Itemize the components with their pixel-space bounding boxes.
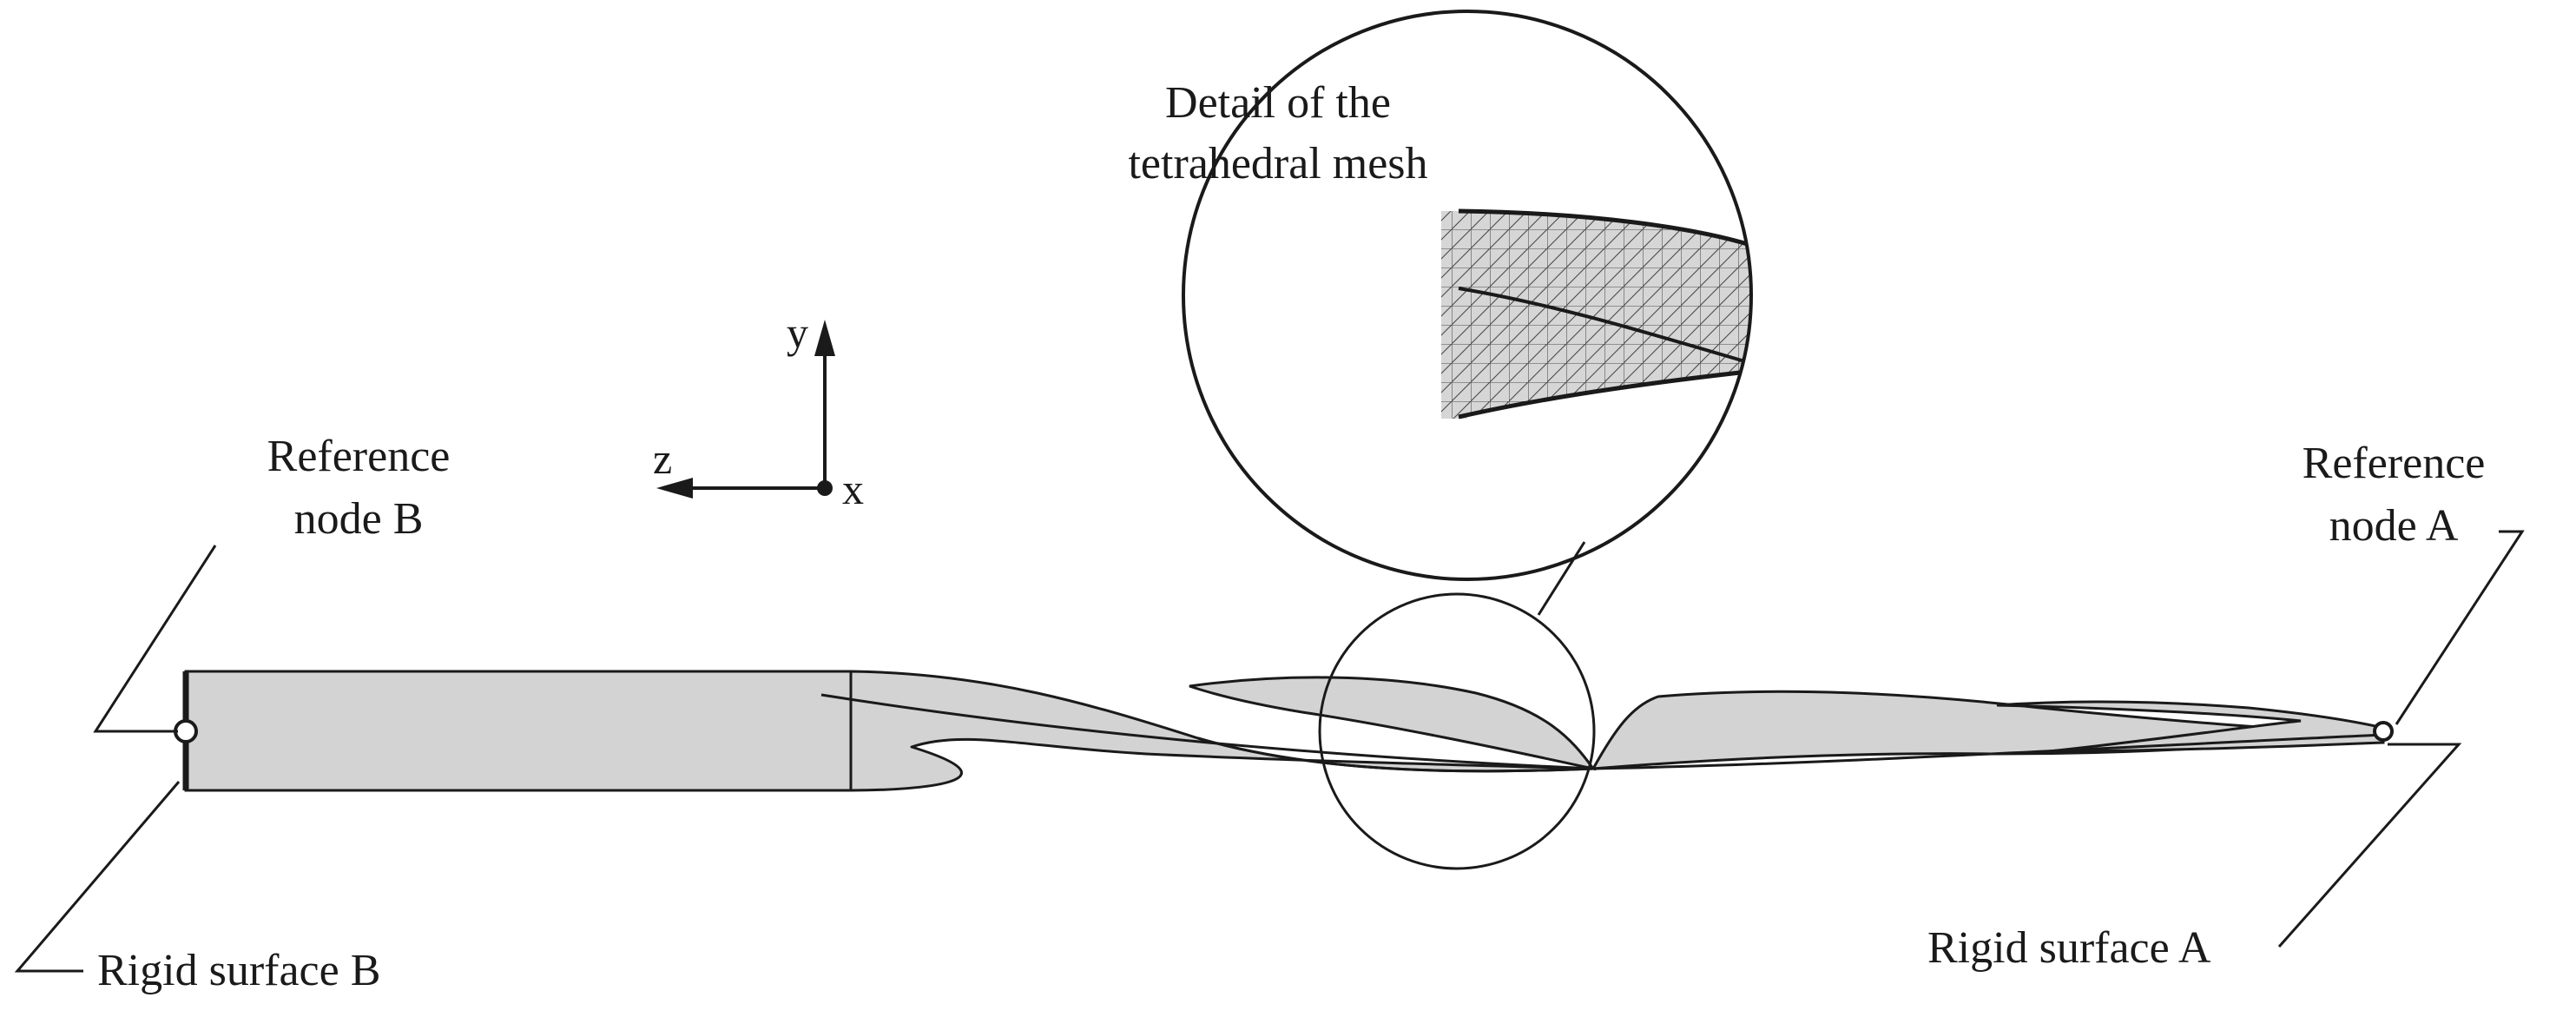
specimen-body	[182, 670, 2385, 792]
mesh-edge-bottom	[1458, 367, 1751, 420]
x-axis-dot	[817, 480, 833, 496]
label-rigid-surface-b: Rigid surface B	[97, 946, 380, 995]
mesh-strip-left-cap	[1441, 211, 1467, 419]
label-ref-node-b-line1: Reference	[267, 432, 451, 481]
twist-edge-line	[1197, 737, 1594, 773]
mesh-strip-lower	[1459, 288, 1751, 417]
z-axis-arrowhead	[656, 478, 693, 499]
label-ref-node-b-line2: node B	[294, 494, 424, 544]
zoom-region-circle	[1318, 592, 1596, 870]
z-axis-label: z	[653, 434, 672, 483]
label-detail-line2: tetrahedral mesh	[1128, 139, 1427, 188]
leader-ref-node-b	[93, 545, 217, 733]
reference-node-b	[174, 719, 198, 743]
mesh-edge-top	[1458, 208, 1751, 254]
x-axis-label: x	[842, 465, 864, 513]
leader-rigid-surface-a	[2277, 743, 2462, 948]
mesh-strip-upper	[1459, 211, 1751, 369]
label-ref-node-a-line2: node A	[2329, 501, 2459, 551]
label-ref-node-a-line1: Reference	[2303, 439, 2486, 488]
mesh-detail	[1441, 208, 1751, 420]
label-rigid-surface-a: Rigid surface A	[1927, 923, 2211, 973]
label-detail-line1: Detail of the	[1165, 78, 1391, 128]
reference-node-a	[2373, 721, 2394, 742]
leader-ref-node-a	[2395, 530, 2525, 725]
twist-centerline	[820, 693, 2384, 770]
y-axis-label: y	[787, 308, 808, 357]
mesh-edge-middle	[1458, 287, 1751, 371]
zoom-connector-line	[1537, 541, 1586, 616]
coordinate-axes: y z x	[653, 308, 864, 513]
detail-circle-outline	[1182, 10, 1753, 581]
grip-section	[184, 670, 853, 792]
twisted-strip-1	[849, 670, 1595, 792]
leader-rigid-surface-b	[14, 781, 181, 973]
y-axis-arrowhead	[814, 320, 835, 356]
